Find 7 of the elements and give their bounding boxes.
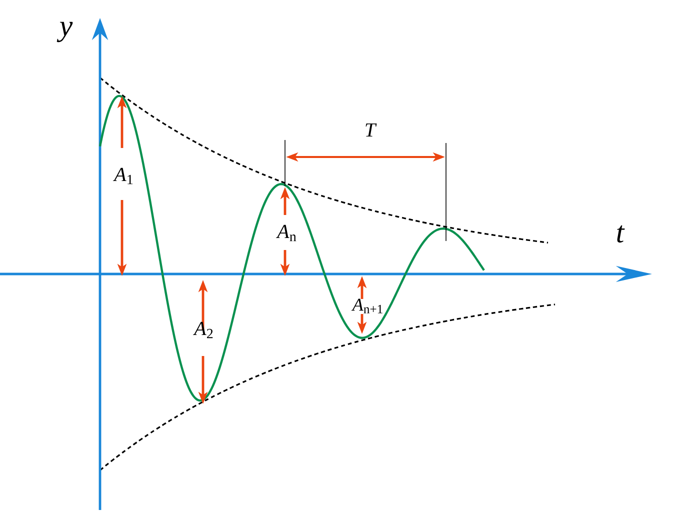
period-label: T <box>366 123 377 137</box>
axis-label: y <box>56 22 73 42</box>
amplitude-label: A$_{n}$ <box>276 224 296 242</box>
amplitude-label: A$_{2}$ <box>193 322 213 338</box>
amplitude-label: A$_{n+1}$ <box>351 298 382 314</box>
axis-label: t <box>617 225 625 243</box>
amplitude-label: A$_{1}$ <box>113 168 133 184</box>
